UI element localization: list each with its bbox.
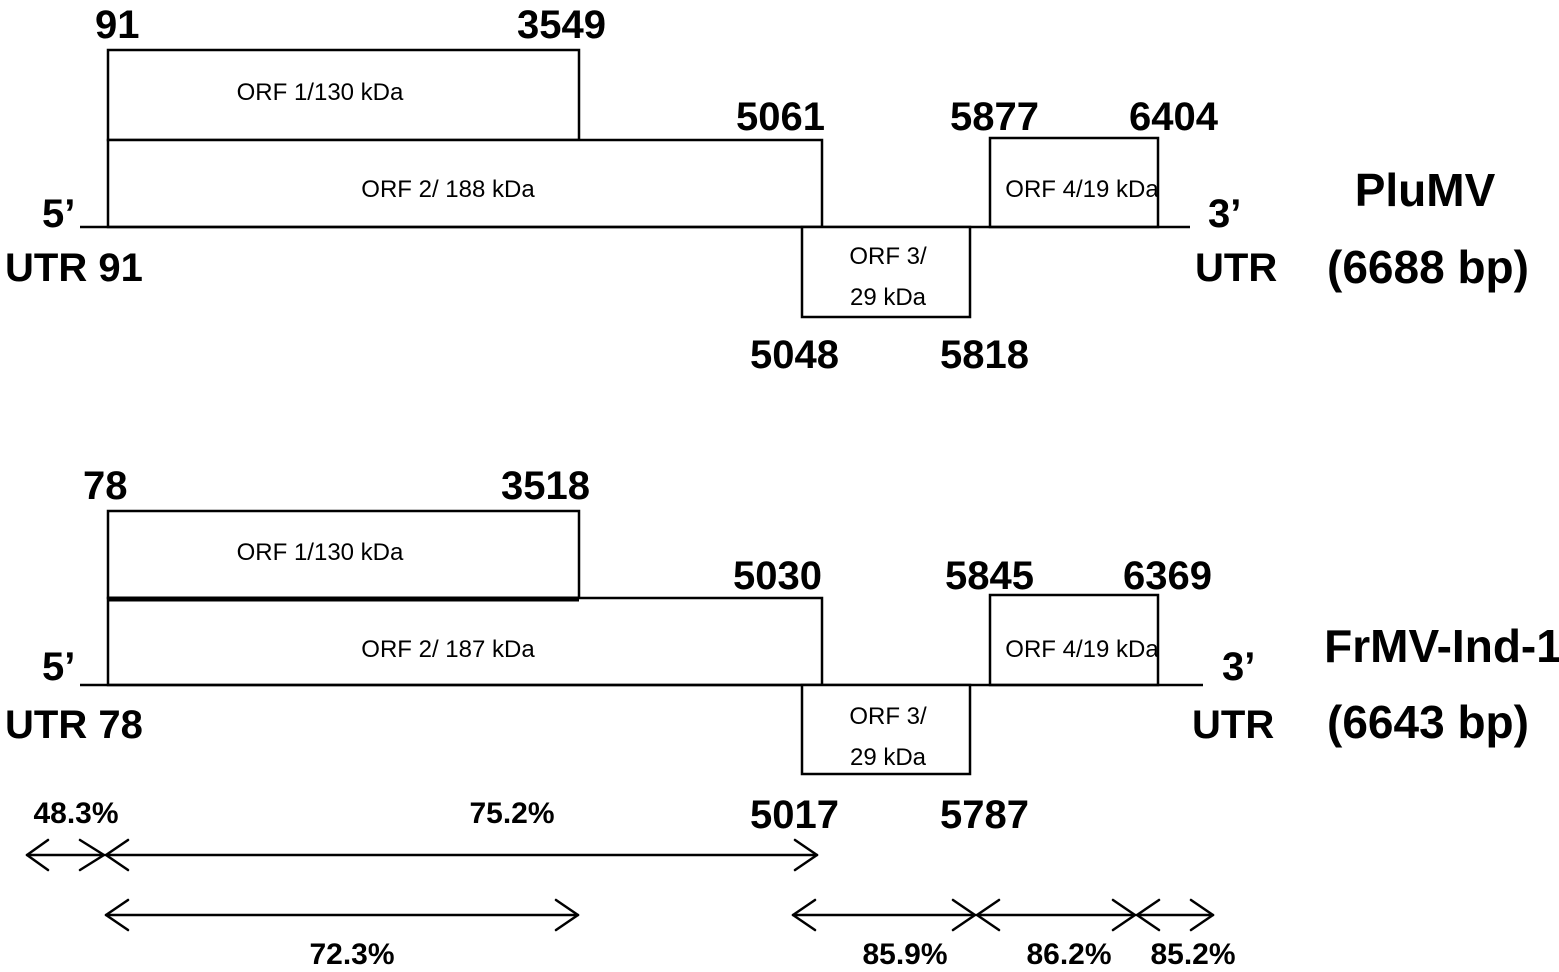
frmv-orf4-label: ORF 4/19 kDa <box>1005 636 1159 663</box>
frmv-utr5: UTR 78 <box>5 703 143 747</box>
frmv-name: FrMV-Ind-1 <box>1324 620 1559 672</box>
identity-utr3-label: 85.2% <box>1150 938 1235 971</box>
identity-orf1-label: 72.3% <box>309 938 394 971</box>
identity-orf2-label: 75.2% <box>469 797 554 830</box>
plumv-five-prime: 5’ <box>42 192 75 236</box>
frmv-orf1-end: 3518 <box>501 464 590 508</box>
identity-utr3-arrow <box>1135 898 1215 932</box>
frmv-five-prime: 5’ <box>42 645 75 689</box>
frmv-size: (6643 bp) <box>1327 696 1529 748</box>
frmv-orf4-end: 6369 <box>1123 554 1212 598</box>
identity-comparison: 48.3% 75.2% <box>25 797 1236 971</box>
frmv-orf4-start: 5845 <box>945 554 1034 598</box>
frmv-orf3-start: 5017 <box>750 793 839 837</box>
plumv-genome: 91 3549 ORF 1/130 kDa 5061 ORF 2/ 188 kD… <box>5 3 1529 377</box>
identity-orf2-arrow <box>104 838 819 872</box>
identity-orf3-arrow <box>791 898 977 932</box>
plumv-orf3-box <box>800 225 972 319</box>
plumv-orf2-box <box>106 138 824 229</box>
frmv-genome: 78 3518 ORF 1/130 kDa 5030 ORF 2/ 187 kD… <box>5 464 1559 837</box>
identity-orf4-arrow <box>975 898 1137 932</box>
frmv-orf1-box <box>106 509 581 600</box>
plumv-orf4-box <box>988 136 1160 229</box>
plumv-orf2-end: 5061 <box>736 95 825 139</box>
plumv-name: PluMV <box>1355 164 1496 216</box>
frmv-orf3-box <box>800 683 972 776</box>
frmv-orf3-label-line1: ORF 3/ <box>849 703 927 730</box>
plumv-orf4-start: 5877 <box>950 95 1039 139</box>
plumv-orf3-label-line1: ORF 3/ <box>849 243 927 270</box>
plumv-orf1-label: ORF 1/130 kDa <box>237 79 404 106</box>
plumv-utr3: UTR <box>1195 246 1277 290</box>
identity-orf4-label: 86.2% <box>1026 938 1111 971</box>
plumv-size: (6688 bp) <box>1327 241 1529 293</box>
frmv-utr3: UTR <box>1192 703 1274 747</box>
identity-utr5-arrow <box>25 838 106 872</box>
plumv-orf3-label-line2: 29 kDa <box>850 284 927 311</box>
frmv-orf2-box <box>106 596 824 687</box>
plumv-utr5: UTR 91 <box>5 246 143 290</box>
frmv-orf1-start: 78 <box>83 464 128 508</box>
plumv-orf3-start: 5048 <box>750 333 839 377</box>
frmv-orf3-label-line2: 29 kDa <box>850 744 927 771</box>
frmv-orf3-end: 5787 <box>940 793 1029 837</box>
plumv-orf1-box <box>106 48 581 142</box>
frmv-orf4-box <box>988 593 1160 687</box>
frmv-orf2-end: 5030 <box>733 554 822 598</box>
plumv-orf3-end: 5818 <box>940 333 1029 377</box>
plumv-orf1-start: 91 <box>95 3 140 47</box>
identity-orf1-arrow <box>104 898 580 932</box>
plumv-orf4-end: 6404 <box>1129 95 1219 139</box>
plumv-orf4-label: ORF 4/19 kDa <box>1005 176 1159 203</box>
frmv-orf2-label: ORF 2/ 187 kDa <box>361 636 535 663</box>
plumv-three-prime: 3’ <box>1208 192 1241 236</box>
identity-orf3-label: 85.9% <box>862 938 947 971</box>
plumv-orf1-end: 3549 <box>517 3 606 47</box>
plumv-orf2-label: ORF 2/ 188 kDa <box>361 176 535 203</box>
frmv-orf1-label: ORF 1/130 kDa <box>237 539 404 566</box>
frmv-three-prime: 3’ <box>1222 645 1255 689</box>
identity-utr5-label: 48.3% <box>33 797 118 830</box>
